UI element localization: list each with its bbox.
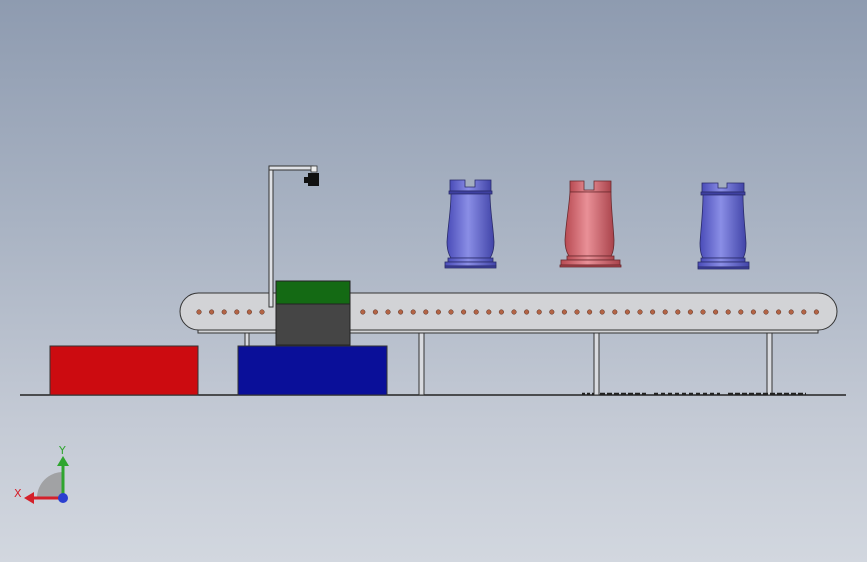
camera-icon[interactable] — [304, 165, 319, 186]
belt-hole — [750, 309, 756, 315]
belt-hole — [612, 309, 618, 315]
sensor-housing-green[interactable] — [275, 280, 351, 305]
belt-hole — [700, 309, 706, 315]
rook-blue-2[interactable] — [697, 182, 750, 270]
belt-hole — [196, 309, 202, 315]
belt-hole — [813, 309, 819, 315]
belt-hole — [650, 309, 656, 315]
belt-hole — [675, 309, 681, 315]
belt-hole — [713, 309, 719, 315]
belt-hole — [549, 309, 555, 315]
belt-hole — [360, 309, 366, 315]
belt-hole — [637, 309, 643, 315]
conveyor-belt-holes — [196, 309, 819, 315]
belt-hole — [423, 309, 429, 315]
triad-y-label: Y — [58, 444, 66, 457]
belt-hole — [461, 309, 467, 315]
belt-hole — [398, 309, 404, 315]
belt-hole — [587, 309, 593, 315]
belt-hole — [435, 309, 441, 315]
belt-hole — [536, 309, 542, 315]
belt-hole — [372, 309, 378, 315]
belt-hole — [788, 309, 794, 315]
belt-hole — [662, 309, 668, 315]
rook-red[interactable] — [559, 180, 622, 268]
belt-hole — [524, 309, 530, 315]
coordinate-triad: Y X — [14, 444, 69, 504]
belt-hole — [246, 309, 252, 315]
triad-x-label: X — [14, 487, 22, 500]
belt-hole — [561, 309, 567, 315]
sensor-housing-dark[interactable] — [275, 303, 351, 346]
belt-hole — [209, 309, 215, 315]
belt-hole — [801, 309, 807, 315]
belt-hole — [221, 309, 227, 315]
belt-hole — [511, 309, 517, 315]
belt-hole — [486, 309, 492, 315]
rook-blue-1[interactable] — [444, 179, 497, 269]
belt-hole — [410, 309, 416, 315]
belt-hole — [599, 309, 605, 315]
belt-hole — [738, 309, 744, 315]
belt-hole — [473, 309, 479, 315]
belt-hole — [776, 309, 782, 315]
blue-base[interactable] — [237, 345, 388, 396]
belt-hole — [448, 309, 454, 315]
belt-hole — [574, 309, 580, 315]
belt-hole — [385, 309, 391, 315]
belt-hole — [687, 309, 693, 315]
belt-hole — [234, 309, 240, 315]
belt-hole — [763, 309, 769, 315]
belt-hole — [725, 309, 731, 315]
belt-hole — [259, 309, 265, 315]
belt-hole — [498, 309, 504, 315]
belt-hole — [624, 309, 630, 315]
red-bin[interactable] — [49, 345, 199, 396]
